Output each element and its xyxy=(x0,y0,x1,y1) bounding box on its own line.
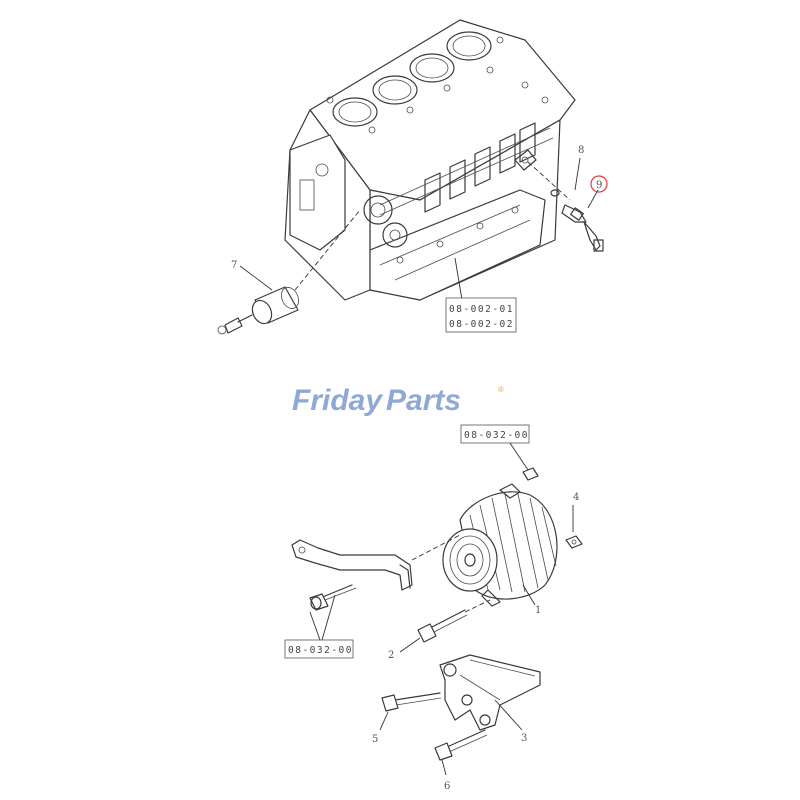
callout-5: 5 xyxy=(372,734,378,745)
callout-8: 8 xyxy=(578,145,584,156)
ref-left-text: 08-032-00 xyxy=(288,645,353,656)
engine-block-drawing xyxy=(284,19,576,301)
nut-part-4 xyxy=(565,505,583,549)
solenoid-part-7 xyxy=(217,209,361,335)
sensor-part-8-9 xyxy=(527,157,604,252)
callout-9: 9 xyxy=(596,180,602,191)
top-nut xyxy=(522,467,539,481)
bolt-part-6 xyxy=(434,729,488,776)
ref-box-engine-block: 08-002-01 08-002-02 xyxy=(445,257,517,333)
alternator-part-1 xyxy=(442,483,558,607)
logo-text-friday: Friday xyxy=(292,384,383,417)
highlight-circle xyxy=(590,175,608,193)
bracket-part-3 xyxy=(439,654,541,731)
ref-box-line1: 08-002-01 xyxy=(449,304,514,315)
bolt-left xyxy=(309,584,357,611)
bolt-part-5 xyxy=(379,692,442,731)
callout-2: 2 xyxy=(388,650,394,661)
logo-trademark: ® xyxy=(498,385,504,394)
callout-3: 3 xyxy=(521,733,527,744)
callout-1: 1 xyxy=(535,605,541,616)
ref-top-text: 08-032-00 xyxy=(464,430,529,441)
logo-text-parts: Parts xyxy=(386,384,461,417)
callout-4: 4 xyxy=(573,492,579,503)
callout-7: 7 xyxy=(231,260,237,271)
ref-box-alternator-left: 08-032-00 xyxy=(284,594,354,659)
bolt-part-2 xyxy=(399,599,491,653)
adjusting-bracket xyxy=(291,534,461,591)
ref-box-alternator-top: 08-032-00 xyxy=(460,424,530,471)
ref-box-line2: 08-002-02 xyxy=(449,319,514,330)
callout-6: 6 xyxy=(444,781,450,792)
